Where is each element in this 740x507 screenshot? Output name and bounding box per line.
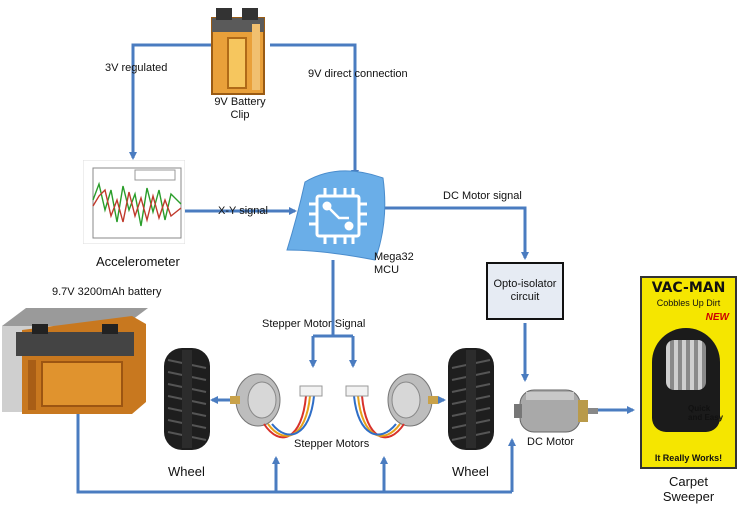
right-wheel-image: [448, 348, 494, 450]
mcu-chip-icon: [286, 170, 386, 261]
wire-9v-direct: [270, 43, 359, 178]
car-battery-image: [2, 308, 148, 414]
accelerometer-label: Accelerometer: [96, 254, 180, 269]
sweeper-slogan: It Really Works!: [654, 453, 723, 463]
opto-isolator-box: Opto-isolator circuit: [486, 262, 564, 320]
sweeper-tagline: Cobbles Up Dirt: [656, 298, 721, 308]
car-battery-label: 9.7V 3200mAh battery: [52, 286, 162, 298]
xy-signal-label: X-Y signal: [218, 205, 268, 217]
sweeper-promo: Quick and Easy: [688, 404, 724, 422]
left-wheel-label: Wheel: [168, 464, 205, 479]
right-wheel-label: Wheel: [452, 464, 489, 479]
mcu-label: Mega32 MCU: [374, 251, 414, 276]
carpet-sweeper-label: Carpet Sweeper: [662, 474, 715, 504]
dc-motor-image: [514, 389, 598, 433]
stepper-motors-label: Stepper Motors: [294, 438, 370, 450]
wire-dc-motor-signal: [372, 206, 529, 260]
9v-direct-label: 9V direct connection: [308, 68, 408, 80]
stepper-motors-image: [230, 373, 438, 439]
dc-motor-signal-label: DC Motor signal: [443, 190, 522, 202]
battery-clip-label: 9V Battery Clip: [214, 96, 266, 121]
3v-regulated-label: 3V regulated: [105, 62, 168, 74]
sweeper-new-badge: NEW: [705, 312, 729, 323]
wire-3v-regulated: [129, 43, 212, 160]
stepper-signal-label: Stepper Motor Signal: [262, 318, 366, 330]
left-wheel-image: [164, 348, 210, 450]
battery-clip-image: [211, 8, 265, 95]
accelerometer-image: [83, 160, 185, 244]
sweeper-brand: VAC-MAN: [651, 280, 726, 296]
carpet-sweeper-image: VAC-MAN Cobbles Up Dirt NEW Quick and Ea…: [640, 276, 737, 469]
sweeper-device: [652, 328, 720, 432]
dc-motor-label: DC Motor: [527, 436, 575, 448]
wire-power-bus: [76, 410, 512, 494]
